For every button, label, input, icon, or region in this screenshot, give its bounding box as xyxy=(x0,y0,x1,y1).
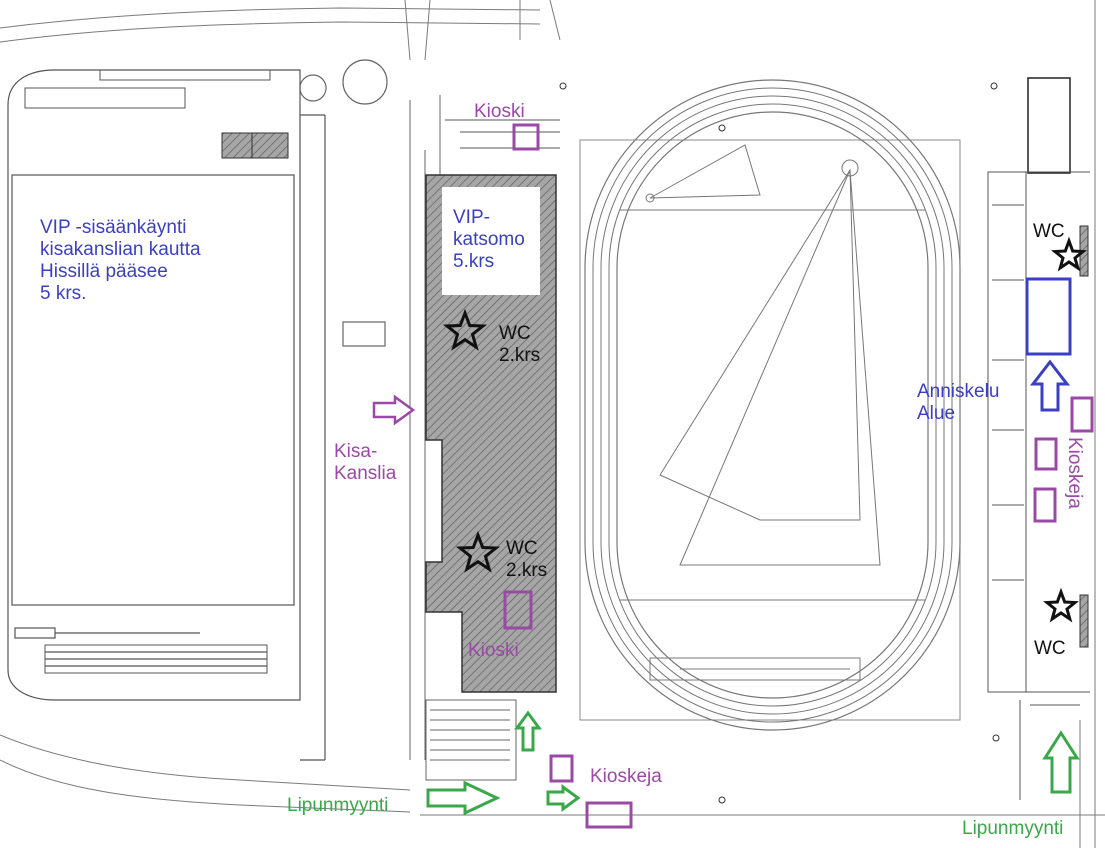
arrow-icon xyxy=(372,394,416,426)
ticket-arrows xyxy=(426,710,1080,816)
kioskeja-right-label: Kioskeja xyxy=(1064,437,1085,509)
wc-label: WC 2.krs xyxy=(499,323,541,366)
small-dots xyxy=(559,82,1000,804)
wc-label: WC xyxy=(1034,638,1066,659)
kiosk-markers xyxy=(503,123,1094,829)
kiosk-marker xyxy=(585,801,633,829)
star-icon xyxy=(1043,587,1079,623)
top-circles xyxy=(299,59,388,347)
kiosk-marker xyxy=(512,123,540,151)
anniskelu-area-marker xyxy=(1025,277,1072,356)
ticket-sales-label: Lipunmyynti xyxy=(287,795,389,816)
kiosk-marker xyxy=(549,754,574,783)
star-icon xyxy=(455,530,501,573)
kiosk-marker xyxy=(503,590,533,630)
kiosk-marker xyxy=(1033,487,1057,523)
main-stand-building xyxy=(425,174,557,693)
top-kiosk-building xyxy=(445,119,560,149)
arrow-icon xyxy=(546,784,581,812)
vip-box-label: VIP- katsomo 5.krs xyxy=(453,207,525,272)
running-track xyxy=(579,79,961,731)
wc-label: WC xyxy=(1033,221,1065,242)
star-icon xyxy=(442,308,488,351)
vip-box-area xyxy=(442,187,540,295)
wc-label: WC 2.krs xyxy=(506,538,548,581)
kisakanslia-label: Kisa- Kanslia xyxy=(334,441,397,484)
throwing-sectors xyxy=(645,144,881,681)
arrow-icon xyxy=(1042,730,1080,794)
arrow-icon xyxy=(1029,359,1071,412)
vip-entrance-label: VIP -sisäänkäynti kisakanslian kautta Hi… xyxy=(40,217,201,304)
kiosk-top-label: Kioski xyxy=(474,101,525,122)
corridor-lines xyxy=(409,95,517,781)
arrow-icon xyxy=(426,780,501,816)
kioskeja-bottom-label: Kioskeja xyxy=(590,766,662,787)
kiosk-main-label: Kioski xyxy=(468,640,519,661)
left-field xyxy=(7,69,326,761)
kiosk-marker xyxy=(1034,437,1058,471)
wc-stars xyxy=(442,236,1087,623)
arrow-icon xyxy=(514,710,542,752)
anniskelu-label: Anniskelu Alue xyxy=(917,381,1000,424)
star-icon xyxy=(1051,236,1087,272)
hatched-block xyxy=(221,132,289,159)
ticket-sales-label: Lipunmyynti xyxy=(962,818,1064,839)
kiosk-marker xyxy=(1070,396,1094,433)
